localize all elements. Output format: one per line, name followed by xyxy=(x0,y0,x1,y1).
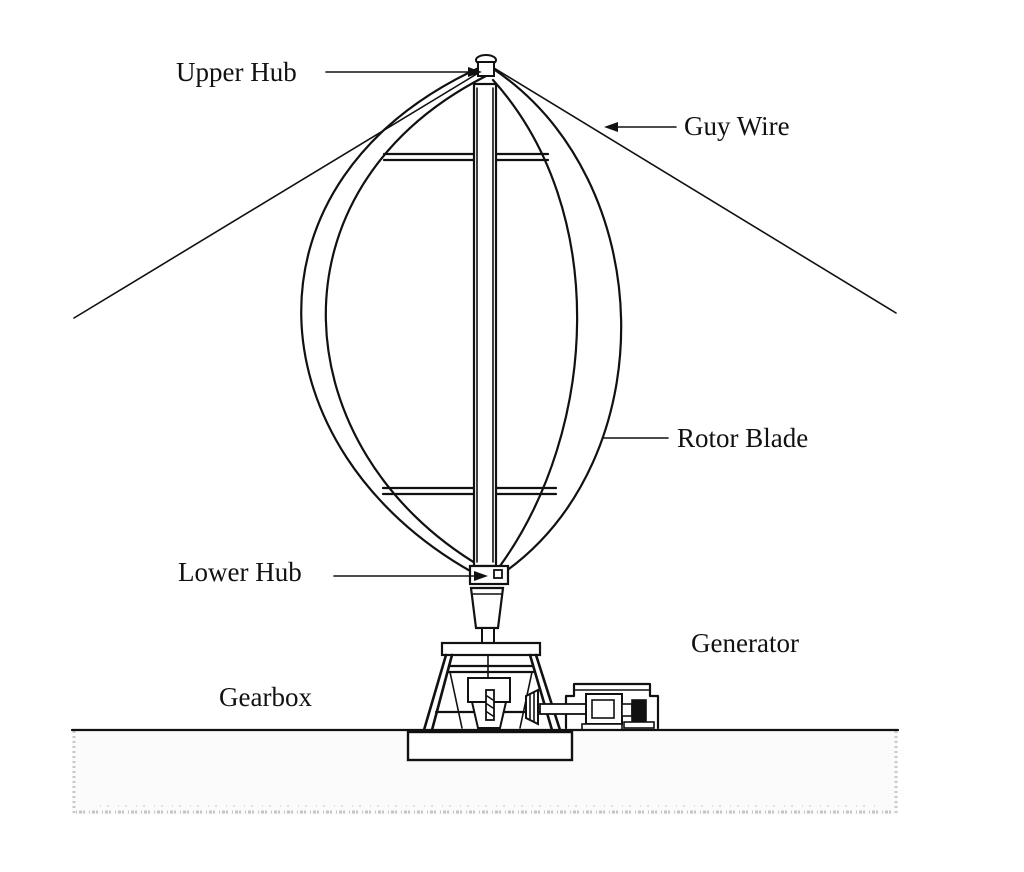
label-upper-hub: Upper Hub xyxy=(176,57,297,87)
guy-wires xyxy=(73,67,897,319)
label-generator: Generator xyxy=(691,628,799,658)
central-tower xyxy=(472,82,498,568)
upper-hub xyxy=(473,54,497,85)
label-guy-wire: Guy Wire xyxy=(684,111,790,141)
cross-struts xyxy=(381,152,558,496)
generator-assembly xyxy=(539,682,660,731)
label-lower-hub: Lower Hub xyxy=(178,557,302,587)
leader-lines xyxy=(325,67,677,581)
shaft-coupling xyxy=(469,586,505,645)
label-gearbox: Gearbox xyxy=(219,682,312,712)
lower-hub xyxy=(468,564,510,586)
rotor-blades xyxy=(300,64,623,576)
base-plinth xyxy=(406,730,574,762)
gearbox-frame xyxy=(422,641,562,732)
label-rotor-blade: Rotor Blade xyxy=(677,423,808,453)
